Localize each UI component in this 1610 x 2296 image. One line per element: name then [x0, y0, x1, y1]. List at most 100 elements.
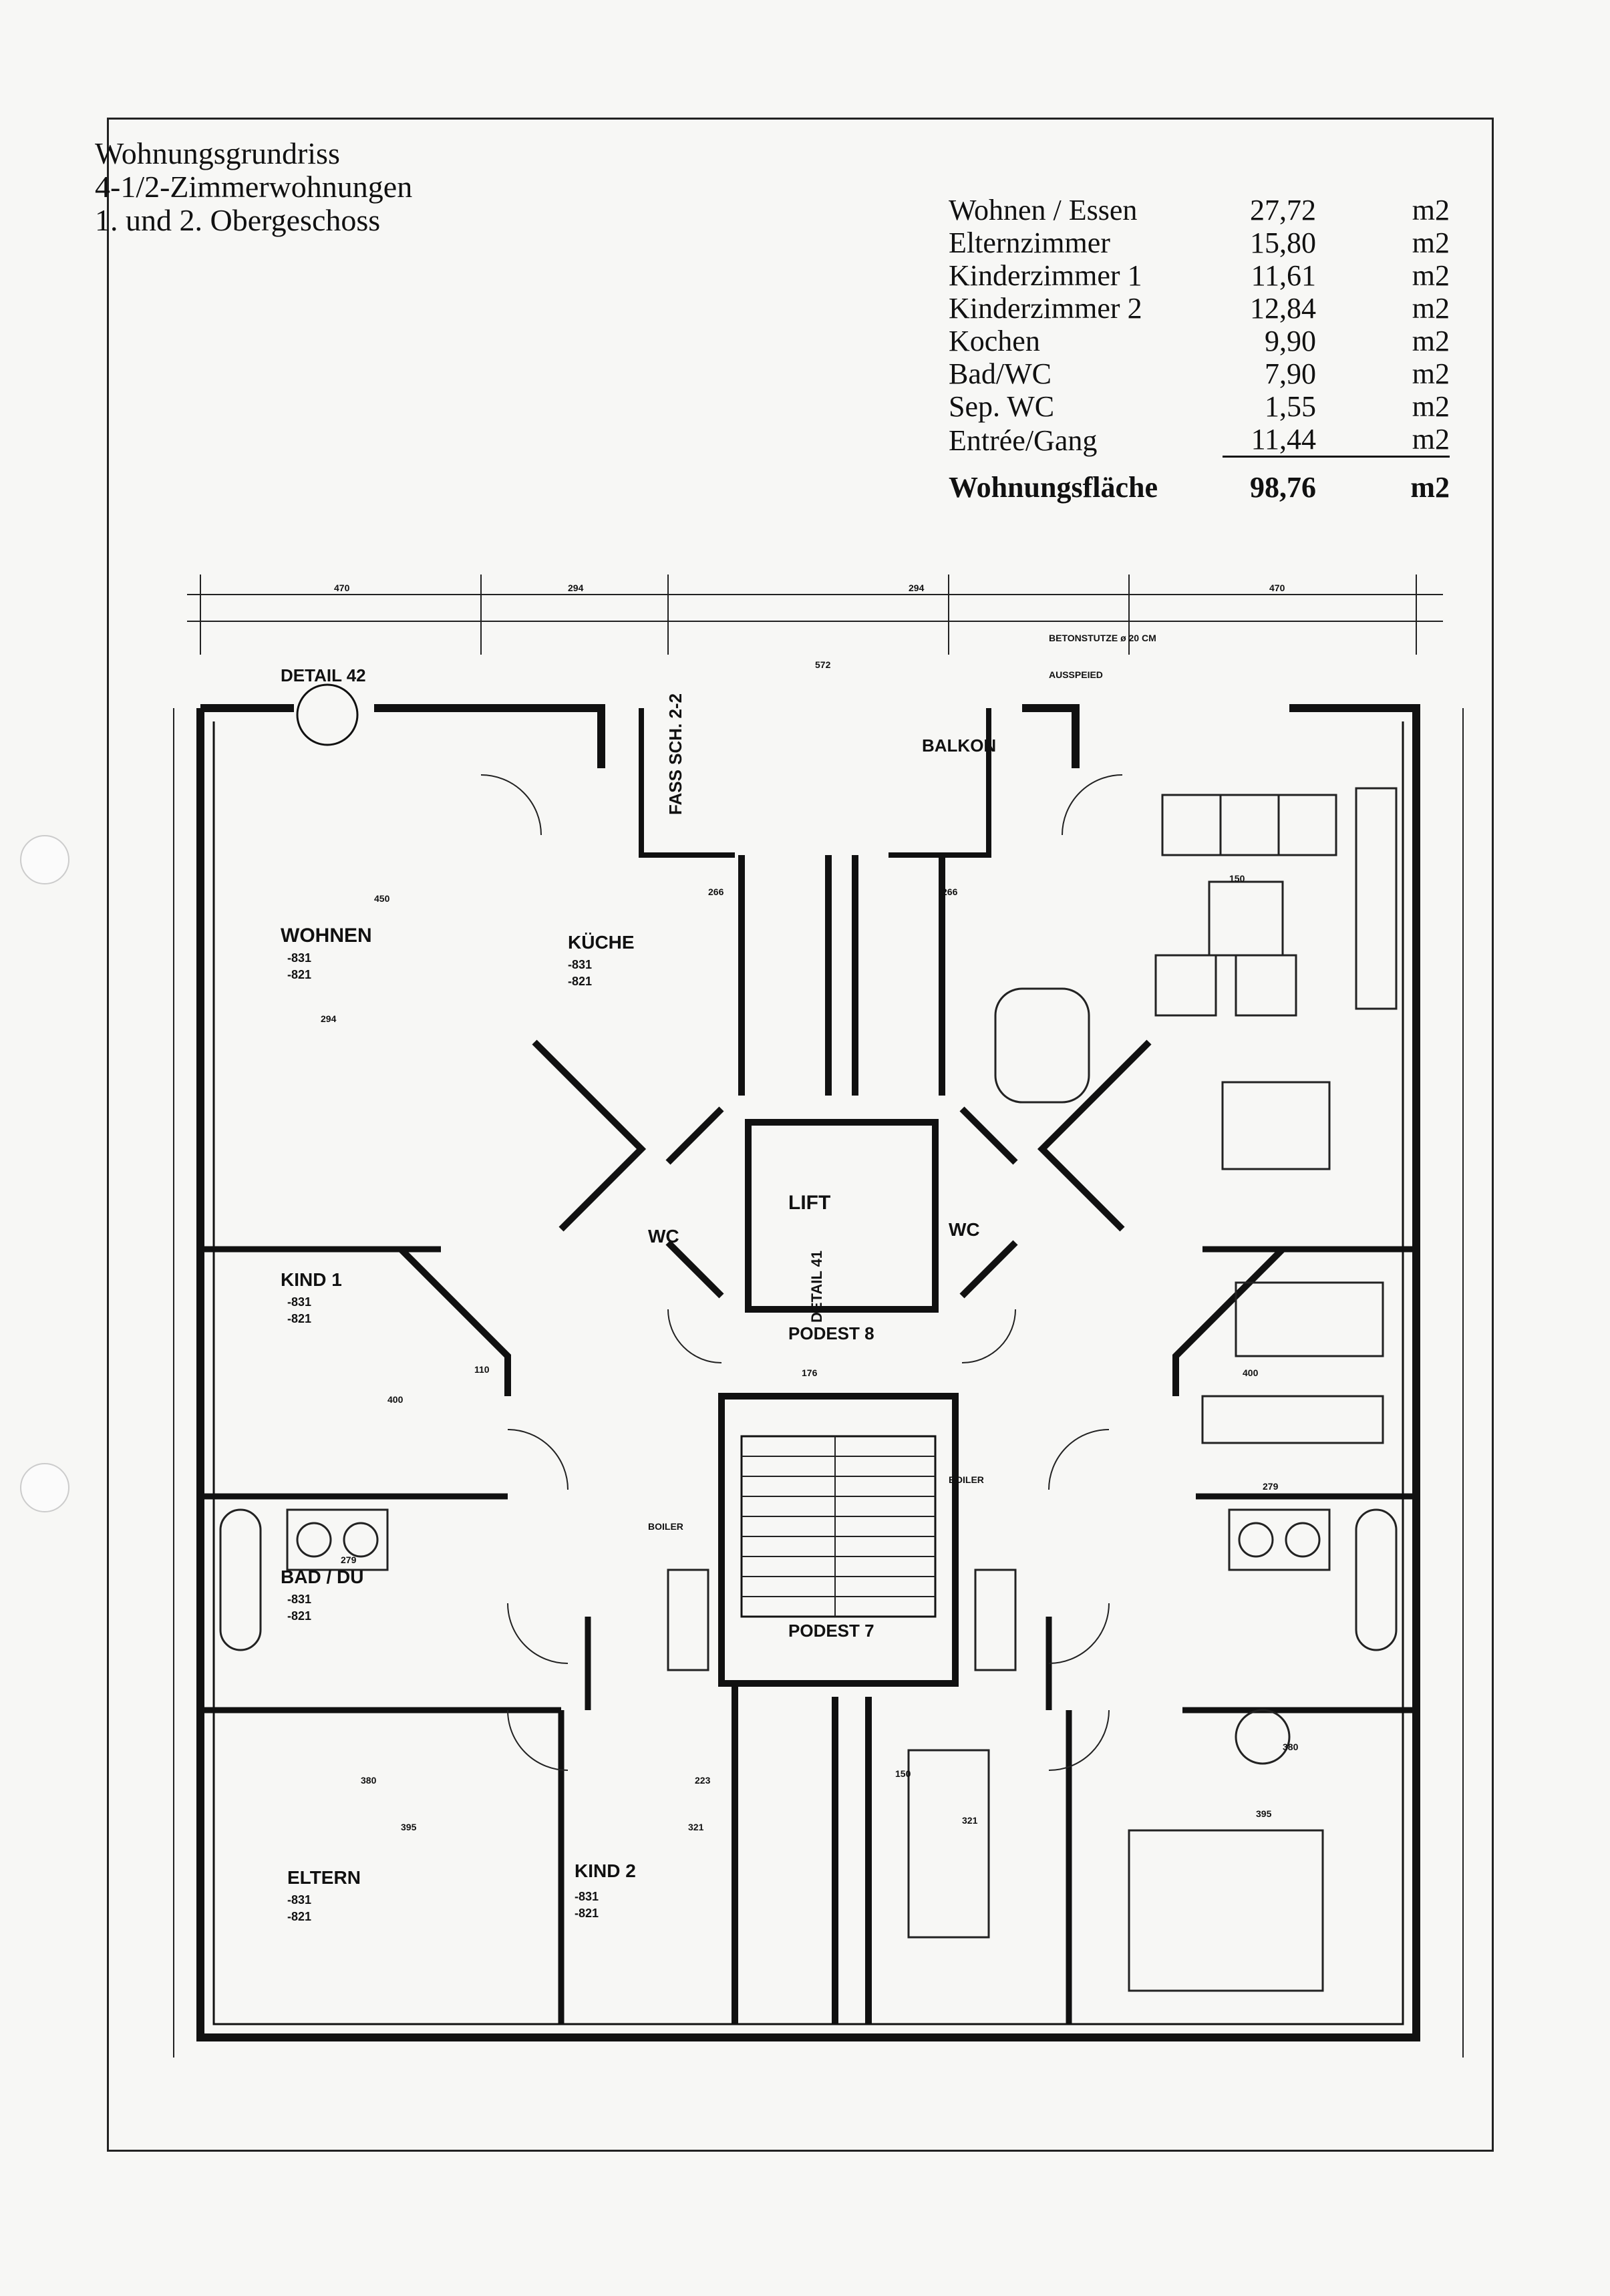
dim: 294 [909, 583, 925, 593]
dim: 380 [361, 1775, 377, 1786]
area-name: Kinderzimmer 1 [949, 259, 1142, 292]
room-code: -831 [568, 958, 592, 971]
room-code: -831 [287, 1295, 311, 1309]
dim: 223 [695, 1775, 711, 1786]
room-code: -831 [287, 1593, 311, 1606]
betonstuetze-label: BETONSTUTZE ø 20 CM [1049, 633, 1156, 643]
area-unit: m2 [1412, 357, 1450, 390]
area-total-unit: m2 [1410, 471, 1450, 504]
dim: 266 [942, 886, 958, 897]
dim: 294 [321, 1013, 337, 1024]
area-name: Sep. WC [949, 390, 1055, 423]
outer-walls [196, 704, 1420, 2041]
room-code: -821 [287, 1910, 311, 1923]
dim: 294 [568, 583, 584, 593]
dimension-figures: 470 294 294 470 572 450 294 150 266 266 … [321, 583, 1299, 1832]
room-code: -831 [575, 1890, 599, 1903]
title-line-3: 1. und 2. Obergeschoss [95, 203, 381, 237]
area-unit: m2 [1412, 194, 1450, 226]
room-code: -821 [287, 1609, 311, 1623]
area-total-value: 98,76 [1250, 471, 1316, 504]
room-label-eltern: ELTERN [287, 1867, 361, 1888]
dim: 279 [341, 1554, 357, 1565]
dim: 395 [1256, 1808, 1272, 1819]
room-label-wohnen: WOHNEN [281, 925, 372, 947]
diagonal-walls [398, 1039, 1285, 1396]
dim: 150 [1229, 873, 1245, 884]
room-code: -821 [287, 1312, 311, 1325]
punch-hole [20, 1463, 69, 1512]
room-label-kueche: KÜCHE [568, 932, 635, 953]
room-label-bad: BAD / DU [281, 1567, 363, 1587]
dim: 266 [708, 886, 724, 897]
door-arcs [480, 774, 1123, 1771]
room-label-kind2: KIND 2 [575, 1860, 636, 1881]
dim: 395 [401, 1822, 417, 1832]
area-row: Elternzimmer 15,80 m2 [949, 226, 1450, 259]
dim: 321 [962, 1815, 978, 1826]
boiler-left-label: BOILER [648, 1521, 683, 1532]
dim: 400 [1243, 1367, 1259, 1378]
area-row: Wohnen / Essen 27,72 m2 [949, 194, 1450, 226]
floor-plan: WOHNEN KÜCHE BALKON LIFT WC WC KIND 1 PO… [173, 575, 1464, 2058]
title-line-2: 4-1/2-Zimmerwohnungen [95, 170, 413, 204]
room-label-kind1: KIND 1 [281, 1269, 342, 1290]
room-label-podest8: PODEST 8 [788, 1323, 874, 1343]
area-unit: m2 [1412, 325, 1450, 357]
fass-label: FASS SCH. 2-2 [665, 693, 685, 815]
room-codes: -831 -821 -831 -821 -831 -821 -831 -821 … [287, 951, 599, 1923]
area-row: Kinderzimmer 2 12,84 m2 [949, 292, 1450, 325]
stair-treads [742, 1436, 935, 1617]
dim: 470 [1269, 583, 1285, 593]
area-unit: m2 [1412, 390, 1450, 423]
area-value: 12,84 [1250, 292, 1316, 325]
area-unit: m2 [1412, 226, 1450, 259]
room-code: -821 [568, 975, 592, 988]
area-table: Wohnen / Essen 27,72 m2 Elternzimmer 15,80 m… [949, 194, 1450, 504]
dim: 150 [895, 1768, 911, 1779]
area-name: Kinderzimmer 2 [949, 292, 1142, 325]
punch-hole [20, 835, 69, 884]
area-value: 11,61 [1251, 259, 1316, 292]
area-total-row: Wohnungsfläche 98,76 m2 [949, 471, 1450, 504]
area-name: Entrée/Gang [949, 424, 1098, 457]
page-frame [107, 118, 1494, 2152]
room-label-balkon: BALKON [922, 735, 996, 756]
dim: 321 [688, 1822, 704, 1832]
title-line-1: Wohnungsgrundriss [95, 136, 340, 170]
room-label-lift: LIFT [788, 1192, 830, 1214]
area-unit: m2 [1316, 423, 1450, 458]
dim: 176 [802, 1367, 818, 1378]
area-name: Elternzimmer [949, 226, 1110, 259]
dimension-lines [173, 575, 1464, 2058]
detail-41-label: DETAIL 41 [808, 1251, 825, 1323]
room-code: -831 [287, 1893, 311, 1907]
room-label-wc-left: WC [648, 1226, 679, 1247]
dim: 380 [1283, 1742, 1299, 1752]
area-name: Bad/WC [949, 357, 1052, 390]
area-value: 27,72 [1250, 194, 1316, 226]
title-block: Wohnungsgrundriss 4-1/2-Zimmerwohnungen … [95, 137, 412, 237]
room-label-podest7: PODEST 7 [788, 1621, 874, 1641]
room-code: -821 [575, 1907, 599, 1920]
dim: 470 [334, 583, 350, 593]
area-value: 15,80 [1250, 226, 1316, 259]
central-core [718, 855, 959, 2024]
boiler-right-label: BOILER [949, 1474, 984, 1485]
area-unit: m2 [1412, 292, 1450, 325]
furniture [219, 787, 1398, 1992]
area-value: 11,44 [1223, 423, 1316, 458]
ausspeied-label: AUSSPEIED [1049, 669, 1103, 680]
room-code: -821 [287, 968, 311, 981]
area-total-name: Wohnungsfläche [949, 471, 1158, 504]
room-label-wc-right: WC [949, 1219, 980, 1240]
dim: 110 [474, 1364, 490, 1375]
detail-42-marker [296, 683, 359, 746]
area-name: Wohnen / Essen [949, 194, 1138, 226]
dim: 572 [815, 659, 831, 670]
